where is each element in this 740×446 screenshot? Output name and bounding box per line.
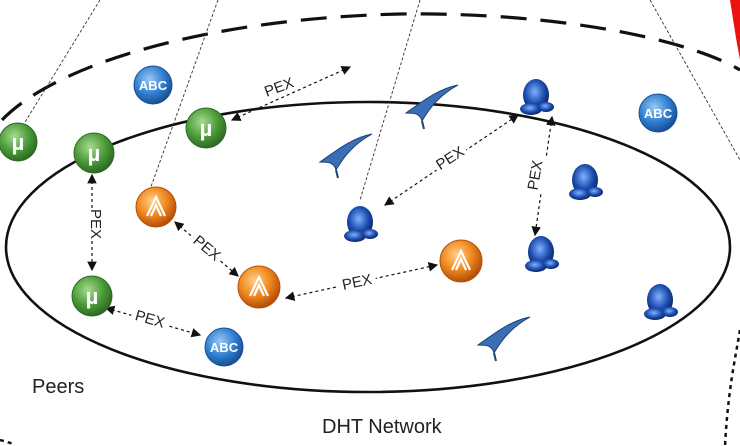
peers-boundary-right <box>723 329 740 446</box>
utorrent-icon: µ <box>71 275 113 317</box>
svg-text:ABC: ABC <box>139 78 168 93</box>
pex-label: PEX <box>341 271 374 294</box>
peers-label: Peers <box>32 376 84 398</box>
pex-link <box>531 115 556 237</box>
pex-link <box>174 221 239 277</box>
dht-network-label: DHT Network <box>322 416 443 438</box>
outbound-links <box>13 0 740 201</box>
bittorrent-icon <box>439 239 483 283</box>
svg-text:µ: µ <box>200 116 213 141</box>
vuze-frog-icon <box>569 164 603 200</box>
svg-text:µ: µ <box>12 130 25 155</box>
vuze-frog-icon <box>644 284 678 320</box>
svg-text:ABC: ABC <box>210 340 239 355</box>
utorrent-icon: µ <box>73 132 115 174</box>
pex-label: PEX <box>87 209 104 239</box>
abc-icon: ABC <box>638 93 678 133</box>
transmission-bird-icon <box>476 316 531 362</box>
vuze-frog-icon <box>520 79 554 115</box>
pex-label: PEX <box>525 159 547 192</box>
bittorrent-icon <box>135 186 177 228</box>
utorrent-icon: µ <box>0 122 38 162</box>
abc-icon: ABC <box>204 327 244 367</box>
transmission-bird-icon <box>404 84 459 130</box>
peers-boundary <box>0 12 740 122</box>
pex-link <box>284 262 439 301</box>
svg-text:µ: µ <box>86 284 99 309</box>
dht-network-ellipse <box>4 100 732 394</box>
vuze-frog-icon <box>344 206 378 242</box>
svg-text:ABC: ABC <box>644 106 673 121</box>
abc-icon: ABC <box>133 65 173 105</box>
bittorrent-icon <box>237 265 281 309</box>
pex-label: PEX <box>262 74 296 100</box>
peers-boundary-bottom <box>0 438 15 446</box>
vuze-frog-icon <box>525 236 559 272</box>
svg-text:µ: µ <box>88 141 101 166</box>
pex-label: PEX <box>133 307 167 332</box>
red-corner-shape <box>730 0 740 60</box>
transmission-bird-icon <box>318 133 373 179</box>
utorrent-icon: µ <box>185 107 227 149</box>
